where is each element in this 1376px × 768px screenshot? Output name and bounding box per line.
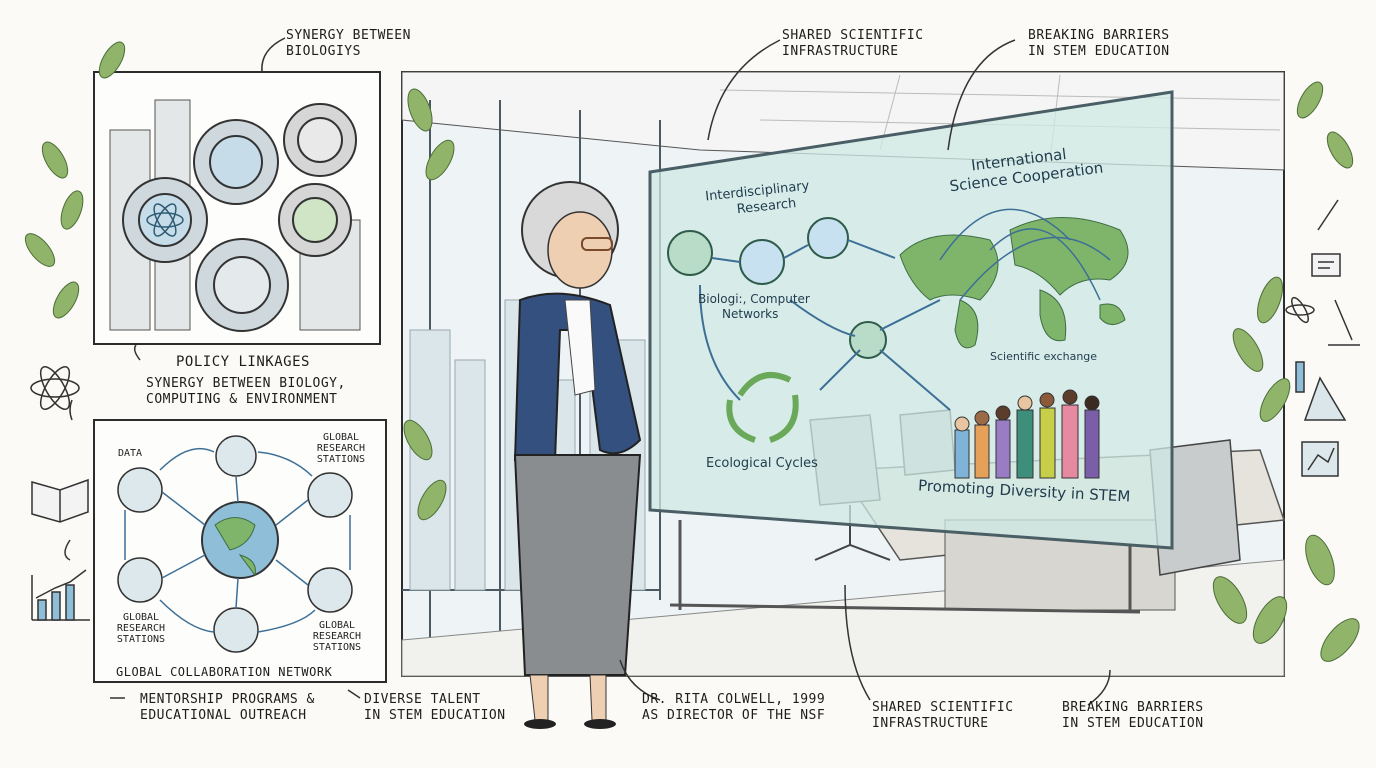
caption-breaking-barriers-top: BREAKING BARRIERS IN STEM EDUCATION — [1028, 28, 1170, 59]
book-doodle — [31, 478, 89, 523]
caption-shared-infrastructure-bottom: SHARED SCIENTIFIC INFRASTRUCTURE — [872, 700, 1014, 731]
caption-rita-colwell: DR. RITA COLWELL, 1999 AS DIRECTOR OF TH… — [642, 692, 826, 723]
label-stations-bottom-right: GLOBAL RESEARCH STATIONS — [312, 620, 362, 653]
caption-policy-linkages: POLICY LINKAGES — [176, 354, 310, 370]
woman-figure — [513, 181, 642, 729]
screen-label-cycles: Ecological Cycles — [706, 456, 818, 471]
label-stations-top-right: GLOBAL RESEARCH STATIONS — [316, 432, 366, 465]
caption-diverse-talent: DIVERSE TALENT IN STEM EDUCATION — [364, 692, 506, 723]
caption-mentorship: MENTORSHIP PROGRAMS & EDUCATIONAL OUTREA… — [140, 692, 315, 723]
screen-label-exchange: Scientific exchange — [990, 350, 1098, 363]
screen-label-bio-networks: Biologi:, Computer Networks — [698, 292, 810, 321]
label-stations-bottom-left: GLOBAL RESEARCH STATIONS — [116, 612, 166, 645]
atom-doodle — [30, 365, 80, 411]
network-panel-title: GLOBAL COLLABORATION NETWORK — [114, 664, 335, 680]
gear-cluster — [122, 103, 357, 332]
dna-node — [667, 230, 713, 276]
caption-breaking-barriers-bottom: BREAKING BARRIERS IN STEM EDUCATION — [1062, 700, 1204, 731]
globe-node — [739, 239, 785, 285]
ecological-cycle-arrows — [726, 372, 799, 443]
computer-node — [807, 217, 849, 259]
plant-leaves — [24, 41, 1360, 662]
chart-doodle — [31, 569, 90, 621]
caption-synergy-biologiys: SYNERGY BETWEEN BIOLOGIYS — [286, 28, 411, 59]
network-node — [849, 321, 887, 359]
right-doodles — [1285, 199, 1360, 477]
caption-synergy-biology: SYNERGY BETWEEN BIOLOGY, COMPUTING & ENV… — [146, 376, 346, 407]
diverse-people-group — [954, 389, 1100, 479]
label-data: DATA — [118, 448, 143, 459]
caption-shared-infrastructure-top: SHARED SCIENTIFIC INFRASTRUCTURE — [782, 28, 924, 59]
